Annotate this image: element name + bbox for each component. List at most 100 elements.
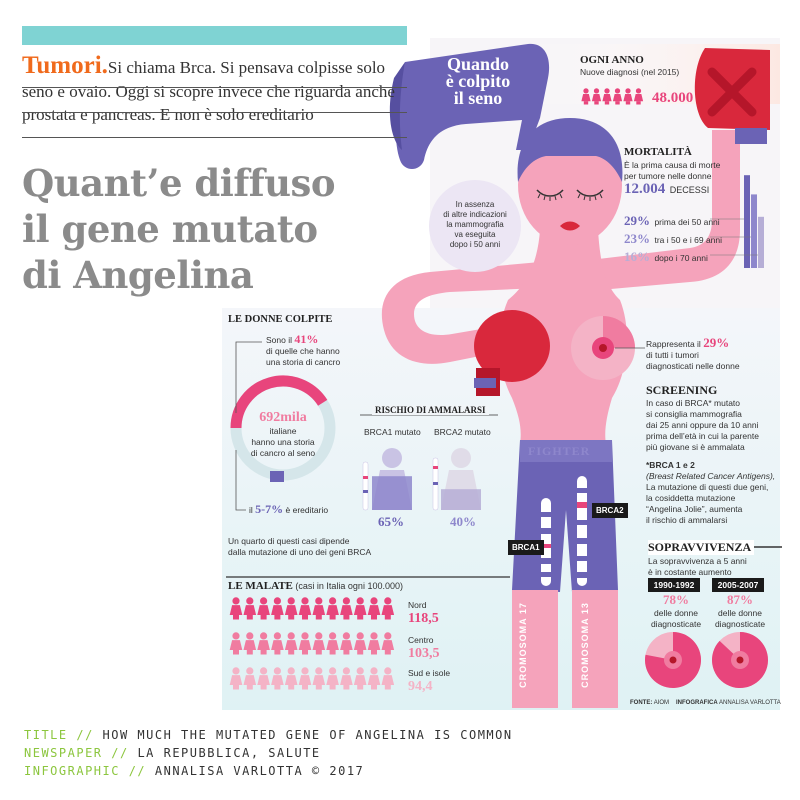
mortalita-bar xyxy=(751,194,757,268)
quarto-text: Un quarto di questi casi dipende dalla m… xyxy=(228,536,428,558)
source-fonte: FONTE: AIOM xyxy=(630,700,669,706)
malate-woman-icon xyxy=(367,667,381,690)
risk-figure-brca2 xyxy=(441,448,481,510)
hair-banner-shadow xyxy=(389,62,405,150)
sopravvivenza-title: SOPRAVVIVENZA xyxy=(648,540,755,555)
malate-woman-icon xyxy=(298,667,312,690)
banner-line-1: Quando xyxy=(446,54,510,74)
left-eye xyxy=(536,189,564,197)
chromosome-13-label: CROMOSOMA 13 xyxy=(580,602,590,688)
mortalita-row-3-pct: 16% xyxy=(624,249,650,264)
malate-woman-icon xyxy=(229,632,243,655)
rischio-label-2: BRCA2 mutato xyxy=(434,427,491,437)
right-lashes xyxy=(577,193,603,201)
ogni-anno-subtitle: Nuove diagnosi (nel 2015) xyxy=(580,67,680,77)
headline-line-3: di Angelina xyxy=(22,253,254,297)
headline-line-2: il gene mutato xyxy=(22,207,318,251)
ereditario-pct: 5-7% xyxy=(255,502,284,516)
donne-colpite-title: LE DONNE COLPITE xyxy=(228,314,333,325)
mortalita-row-3: 16% dopo i 70 anni xyxy=(624,248,708,266)
rischio-label-1: BRCA1 mutato xyxy=(364,427,421,437)
malate-woman-icon xyxy=(284,597,298,620)
screening-line-2: si consiglia mammografia xyxy=(646,409,742,419)
malate-woman-icon xyxy=(243,667,257,690)
intro-text: Tumori.Si chiama Brca. Si pensava colpis… xyxy=(22,53,407,127)
banner-line-2: è colpito xyxy=(445,71,511,91)
mortalita-row-3-label: dopo i 70 anni xyxy=(654,253,708,263)
malate-woman-icon xyxy=(381,667,395,690)
screening-line-3: dai 25 anni oppure da 10 anni xyxy=(646,420,759,430)
credit-title: TITLE // HOW MUCH THE MUTATED GENE OF AN… xyxy=(24,728,513,742)
survival-2-line-2: diagnosticate xyxy=(714,619,766,629)
intro-body: Si chiama Brca. Si pensava colpisse solo… xyxy=(22,58,395,124)
mortalita-row-1-pct: 29% xyxy=(624,213,650,228)
survival-years-1: 1990-1992 xyxy=(648,578,700,592)
malate-woman-icon xyxy=(367,632,381,655)
sono-line-1: Sono il 41% xyxy=(266,333,386,346)
intro-rule-3 xyxy=(22,137,407,138)
survival-years-2: 2005-2007 xyxy=(712,578,764,592)
hair-banner xyxy=(395,43,550,169)
ring-share-arc xyxy=(230,375,328,429)
credit-newspaper: NEWSPAPER // LA REPUBBLICA, SALUTE xyxy=(24,746,321,760)
malate-woman-icon xyxy=(229,597,243,620)
malate-woman-icon xyxy=(381,632,395,655)
malate-woman-icon xyxy=(326,667,339,690)
right-eye xyxy=(576,189,604,197)
ring-line-2: hanno una storia xyxy=(251,437,315,447)
risk-figure-brca1 xyxy=(372,448,412,510)
rappresenta-line-2: di tutti i tumori xyxy=(646,350,699,360)
credit-title-key: TITLE // xyxy=(24,728,94,742)
malate-header: LE MALATE (casi in Italia ogni 100.000) xyxy=(228,580,403,592)
malate-woman-icon xyxy=(326,632,339,655)
ereditario-text: il 5-7% è ereditario xyxy=(249,502,329,516)
malate-row-2-value: 103,5 xyxy=(408,646,440,661)
brca-note-line-1: (Breast Related Cancer Antigens), xyxy=(646,471,776,481)
screening-line-5: più giovane si è ammalata xyxy=(646,442,745,452)
sono-line-2: di quelle che hanno xyxy=(266,346,340,356)
top-accent-bar xyxy=(22,26,407,45)
malate-woman-icon xyxy=(271,632,284,655)
ring-ereditario-mark xyxy=(270,471,284,482)
mortalita-title: MORTALITÀ xyxy=(624,146,692,158)
malate-icons xyxy=(229,597,395,690)
rappresenta-pct: 29% xyxy=(703,335,730,350)
malate-woman-icon xyxy=(312,632,326,655)
lips xyxy=(560,221,580,231)
brca-note: *BRCA 1 e 2 (Breast Related Cancer Antig… xyxy=(646,460,786,526)
survival-pct-2: 87% xyxy=(727,592,753,607)
glove-left-band xyxy=(474,378,496,388)
screening-bubble xyxy=(429,180,521,272)
shorts-label: FIGHTER xyxy=(528,444,591,458)
shorts-waistband xyxy=(520,440,612,462)
survival-col-1: 78% delle donne diagnosticate xyxy=(648,592,704,630)
ogni-anno-woman-icon xyxy=(623,88,633,105)
ring-line-3: di cancro al seno xyxy=(250,448,316,458)
rischio-title: RISCHIO DI AMMALARSI xyxy=(372,405,489,415)
bubble-line-1: In assenza xyxy=(455,200,495,209)
ereditario-post: è ereditario xyxy=(285,505,329,515)
bubble-line-3: la mammografia xyxy=(446,220,504,229)
malate-woman-icon xyxy=(271,597,284,620)
ring-pointer-top xyxy=(235,341,262,413)
quarto-line-1: Un quarto di questi casi dipende xyxy=(228,536,350,546)
chromosome-17-glyph xyxy=(541,498,551,586)
malate-row-1-label: Nord xyxy=(408,600,427,610)
bubble-line-4: va eseguita xyxy=(454,230,496,239)
glove-top-x xyxy=(707,67,757,117)
risk-mini-chromosome-1 xyxy=(362,461,369,511)
survival-1-line-2: diagnosticate xyxy=(650,619,702,629)
left-lashes xyxy=(537,193,563,201)
quarto-line-2: dalla mutazione di uno dei geni BRCA xyxy=(228,547,372,557)
credit-title-value: HOW MUCH THE MUTATED GENE OF ANGELINA IS… xyxy=(102,728,513,742)
breast-target-inner xyxy=(599,344,607,352)
headline-line-1: Quant’e diffuso xyxy=(22,161,336,205)
malate-woman-icon xyxy=(353,632,367,655)
mortalita-line-1: È la prima causa di morte xyxy=(624,160,721,170)
ring-value: 692mila xyxy=(259,410,307,425)
credit-infographic-value: ANNALISA VARLOTTA © 2017 xyxy=(154,764,365,778)
right-arm xyxy=(590,130,740,290)
rappresenta-line-3: diagnosticati nelle donne xyxy=(646,361,740,371)
malate-row-3-label: Sud e isole xyxy=(408,668,451,678)
